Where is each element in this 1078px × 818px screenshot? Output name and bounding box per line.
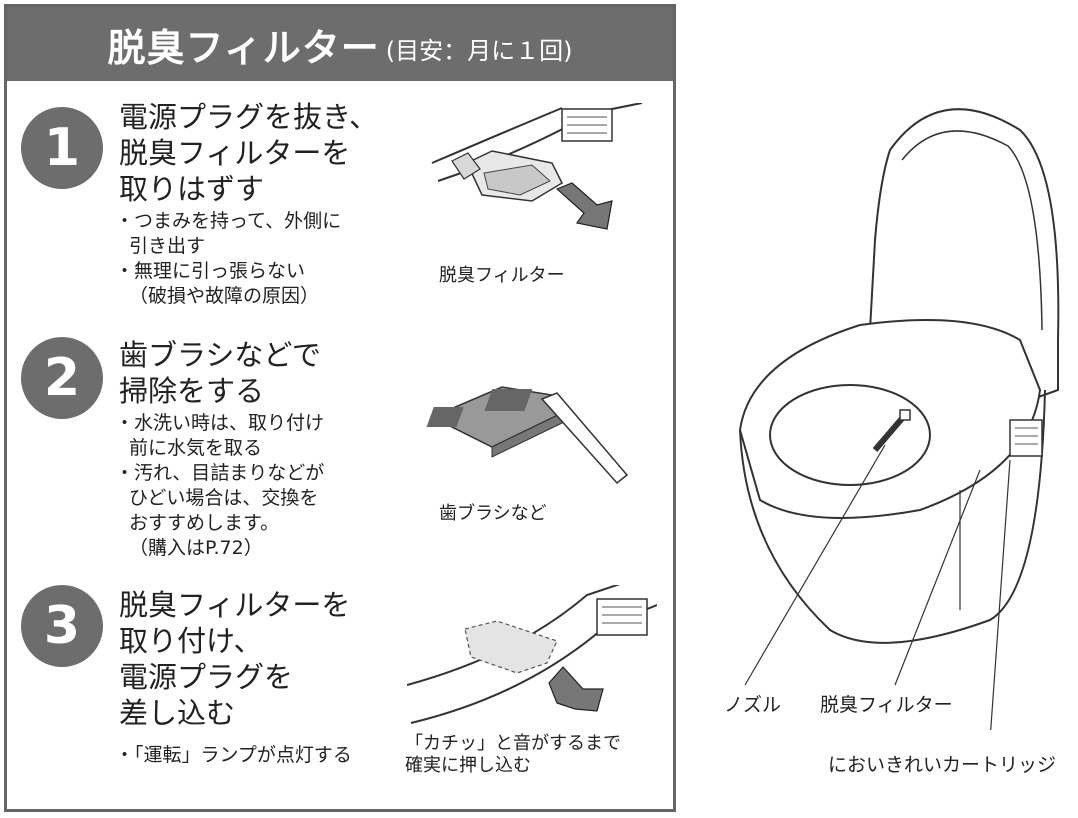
note-line: （破損や故障の原因） [129, 285, 320, 307]
step-title-line: 差し込む [119, 696, 236, 730]
figure-caption: 脱臭フィルター [439, 265, 565, 286]
note-line: ・無理に引っ張らない [115, 260, 306, 282]
instruction-panel: 脱臭フィルター (目安：月に１回) 1 電源プラグを抜き、 脱臭フィルターを 取… [4, 4, 676, 812]
note-line: （購入はP.72） [129, 537, 263, 559]
step-title-line: 脱臭フィルターを [119, 588, 351, 622]
step-title: 脱臭フィルターを 取り付け、 電源プラグを 差し込む [119, 587, 350, 731]
note-line: 前に水気を取る [129, 437, 263, 459]
note-line: ひどい場合は、交換を [129, 487, 319, 509]
note-line: おすすめします。 [129, 512, 280, 534]
step-title: 歯ブラシなどで 掃除をする [119, 337, 321, 409]
step-title-line: 掃除をする [119, 374, 265, 408]
step-title-line: 歯ブラシなどで [119, 338, 321, 372]
step-title-line: 取り付け、 [119, 624, 263, 658]
note-line: ・「運転」ランプが点灯する [115, 744, 352, 766]
figure-caption: 歯ブラシなど [439, 503, 547, 524]
filter-removal-illustration [431, 103, 643, 230]
note-line: ・つまみを持って、外側に [115, 210, 342, 232]
step-title: 電源プラグを抜き、 脱臭フィルターを 取りはずす [119, 99, 378, 207]
step-number-badge: 3 [21, 585, 103, 667]
filter-insert-illustration [407, 585, 657, 724]
step-title-line: 電源プラグを [119, 660, 294, 694]
step-title-line: 電源プラグを抜き、 [119, 100, 378, 134]
note-line: ・汚れ、目詰まりなどが [115, 462, 325, 484]
filter-label: 脱臭フィルター [820, 694, 953, 716]
step-notes: ・水洗い時は、取り付け 前に水気を取る ・汚れ、目詰まりなどが ひどい場合は、交… [115, 411, 324, 561]
step-title-line: 取りはずす [119, 172, 265, 206]
section-title: 脱臭フィルター [107, 25, 380, 70]
step-notes: ・つまみを持って、外側に 引き出す ・無理に引っ張らない （破損や故障の原因） [115, 209, 341, 309]
note-line: 引き出す [129, 235, 206, 257]
brush-cleaning-illustration [426, 386, 629, 485]
nozzle-label: ノズル [724, 694, 782, 716]
note-line: ・水洗い時は、取り付け [115, 412, 325, 434]
step-title-line: 脱臭フィルターを [119, 136, 351, 170]
step-notes: ・「運転」ランプが点灯する [115, 743, 352, 768]
figure-caption: 「カチッ」と音がするまで 確実に押し込む [405, 733, 621, 777]
caption-line: 「カチッ」と音がするまで [405, 733, 621, 754]
caption-line: 確実に押し込む [405, 755, 531, 776]
cartridge-label: においきれいカートリッジ [828, 754, 1057, 776]
section-subtitle: (目安：月に１回) [385, 36, 573, 65]
step-number-badge: 1 [21, 107, 103, 189]
step-number-badge: 2 [21, 337, 103, 419]
section-header: 脱臭フィルター (目安：月に１回) [7, 7, 673, 81]
toilet-illustration [738, 108, 1060, 730]
